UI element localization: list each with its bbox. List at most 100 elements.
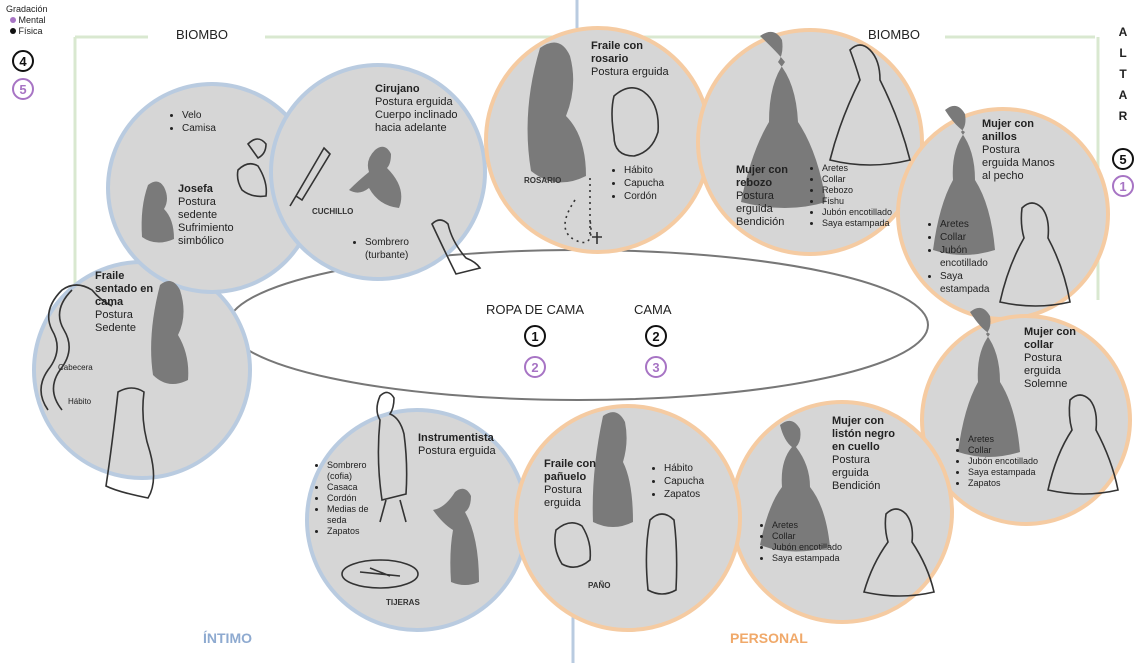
physical-grade-badge: 4 [12,50,34,72]
dress-drawing [829,44,911,166]
list-item: Hábito [624,164,664,177]
figure-silhouette [349,146,402,208]
list-item: Saya estampada [968,467,1048,478]
list-item: Jubón encotillado [772,542,862,553]
altar-label: A L T A R [1118,25,1128,123]
list-item: Saya estampada [822,218,912,229]
mental-grade-badge: 1 [1112,175,1134,197]
cabecera-drawing [40,284,113,411]
list-item: Hábito [664,462,704,475]
rosario-cross [592,232,602,244]
dress-drawing [1047,394,1119,495]
fraile-rosario-items: Hábito Capucha Cordón [610,164,664,203]
mental-grade-badge: 3 [645,356,667,378]
mujer-liston-items: Aretes Collar Jubón encotillado Saya est… [758,520,862,564]
figure-silhouette [151,281,189,384]
list-item: Aretes [968,434,1048,445]
capucha-drawing [611,87,660,157]
list-item: Capucha [664,475,704,488]
mujer-anillos-text: Mujer con anillos Postura erguida Manos … [982,118,1055,182]
list-item: Capucha [624,177,664,190]
cabecera-label: Cabecera [58,363,93,372]
list-item: Casaca [327,482,379,493]
mujer-collar-text: Mujer con collar Postura erguida Solemne [1024,326,1076,390]
fraile-sentado-text: Fraile sentado en cama Postura Sedente [95,270,154,334]
fraile-panuelo-items: Hábito Capucha Zapatos [650,462,704,501]
circle-mujer-collar [920,314,1132,526]
biombo-left-label: BIOMBO [176,27,229,42]
rosario-drawing [564,178,592,244]
josefa-text: Josefa Postura sedente Sufrimiento simbó… [178,183,234,247]
legend-item-fisica: Física [6,26,48,37]
list-item: Sombrero (cofia) [327,460,379,482]
mental-grade-badge: 2 [524,356,546,378]
tijeras-label: TIJERAS [386,598,420,607]
instrumentista-items: Sombrero (cofia) Casaca Cordón Medias de… [313,460,379,537]
figure-silhouette [433,488,479,585]
figure-silhouette [527,42,586,183]
list-item: Camisa [182,122,216,135]
mujer-anillos-items: Aretes Collar Jubón encotillado Saya est… [926,218,1010,296]
list-item: Collar [822,174,912,185]
legend-item-mental: Mental [6,15,48,26]
instrumentista-drawing [376,391,408,523]
ropa-de-cama-label: ROPA DE CAMA [486,302,585,317]
figure-silhouette [592,412,633,527]
fraile-rosario-text: Fraile con rosario Postura erguida [591,40,669,78]
list-item: Zapatos [327,526,379,537]
mujer-collar-items: Aretes Collar Jubón encotillado Saya est… [954,434,1048,489]
velo-drawing [236,138,268,198]
list-item: Aretes [772,520,862,531]
mujer-rebozo-items: Aretes Collar Rebozo Fishu Jubón encotil… [808,163,912,229]
physical-dot-icon [10,28,16,34]
list-item: Sombrero(turbante) [365,236,409,262]
instrumentista-text: Instrumentista Postura erguida [418,432,496,457]
list-item: Saya estampada [772,553,862,564]
figure-silhouette [760,420,830,552]
physical-grade-badge: 5 [1112,148,1134,170]
sombrero-drawing [431,219,482,275]
figure-silhouette [958,307,1020,457]
list-item: Collar [968,445,1048,456]
pano-drawing [554,522,592,568]
list-item: Cordón [624,190,664,203]
dress-drawing [999,202,1071,307]
legend-title: Gradación [6,4,48,14]
cama-label: CAMA [634,302,672,317]
mental-dot-icon [10,17,16,23]
list-item: Saya estampada [940,270,1010,296]
tijeras-drawing [359,567,401,577]
list-item: Rebozo [822,185,912,196]
mujer-liston-text: Mujer con listón negro en cuello Postura… [832,415,895,492]
figure-silhouette [141,181,174,243]
list-item: Fishu [822,196,912,207]
list-item: Collar [772,531,862,542]
biombo-right-label: BIOMBO [868,27,921,42]
fraile-panuelo-text: Fraile con pañuelo Postura erguida [544,458,596,509]
cirujano-text: Cirujano Postura erguida Cuerpo inclinad… [375,83,458,134]
list-item: Cordón [327,493,379,504]
figure-silhouette [933,105,995,255]
personal-zone-label: PERSONAL [730,630,808,646]
cuchillo-label: CUCHILLO [312,207,354,216]
list-item: Jubón encotillado [940,244,1010,270]
dress-drawing [862,508,935,597]
list-item: Medias de seda [327,504,379,526]
physical-grade-badge: 1 [524,325,546,347]
bed-ellipse [227,249,929,401]
habito-label: Hábito [68,397,92,406]
legend: Gradación Mental Física [6,4,48,37]
list-item: Jubón encotillado [968,456,1048,467]
cirujano-items: Sombrero(turbante) [351,236,409,262]
josefa-items: Velo Camisa [168,109,216,135]
list-item: Jubón encotillado [822,207,912,218]
intimo-zone-label: ÍNTIMO [203,630,252,646]
list-item: Zapatos [664,488,704,501]
figure-silhouette [741,31,826,209]
habito-drawing [645,513,678,595]
mental-grade-badge: 5 [12,78,34,100]
list-item: Aretes [822,163,912,174]
list-item: Velo [182,109,216,122]
tijeras-drawing [341,559,419,589]
